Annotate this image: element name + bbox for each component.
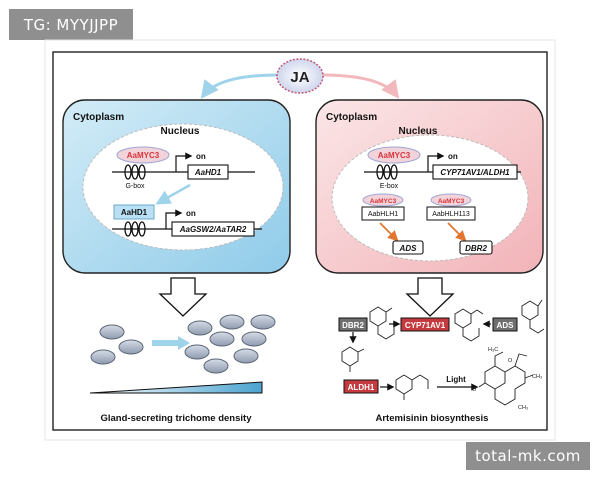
pathway-ads: ADS [497, 321, 515, 330]
right-down-arrow [405, 277, 455, 317]
right-ebox-label: E-box [380, 183, 399, 190]
right-cytoplasm-label: Cytoplasm [326, 112, 377, 123]
watermark-top: TG: MYYJJPP [9, 9, 133, 40]
svg-text:O: O [472, 387, 477, 393]
svg-text:CH₃: CH₃ [518, 405, 528, 411]
svg-text:H₃C: H₃C [488, 347, 498, 353]
left-on-label-1: on [196, 152, 206, 161]
pathway-light: Light [446, 375, 466, 384]
right-ads: ADS [399, 244, 418, 253]
pathway-aldh1-box [343, 379, 379, 394]
left-tf-hd1: AaHD1 [121, 208, 148, 217]
ja-arrow-left [200, 73, 279, 99]
right-myc3-a: AaMYC3 [370, 198, 397, 205]
right-on-label-1: on [448, 152, 458, 161]
right-ads-box [392, 240, 424, 255]
left-gene-gsw2: AaGSW2/AaTAR2 [179, 225, 247, 234]
left-cell: Cytoplasm Nucleus AaMYC3 G-box on AaHD1 … [62, 99, 291, 274]
left-gbox-coils [124, 164, 146, 180]
pathway-cyp: CYP71AV1 [405, 321, 446, 330]
right-nucleus-label: Nucleus [399, 126, 438, 137]
right-caption: Artemisinin biosynthesis [376, 413, 489, 424]
right-bhlh2: AabHLH113 [432, 211, 470, 218]
pathway-cyp-box [400, 317, 450, 332]
right-gene-cyp: CYP71AV1/ALDH1 [440, 168, 510, 177]
right-dbr2: DBR2 [465, 244, 487, 253]
pathway-aldh1: ALDH1 [348, 383, 375, 392]
right-myc3-b: AaMYC3 [438, 198, 465, 205]
left-gene-hd1: AaHD1 [194, 168, 222, 177]
molecule-structures [341, 299, 545, 406]
left-on-label-2: on [186, 209, 196, 218]
left-cytoplasm-label: Cytoplasm [73, 112, 124, 123]
left-gbox-label: G-box [125, 183, 145, 190]
ja-arrow-right [321, 73, 400, 99]
molecule-atoms: CH₃ H₃C O O CH₃ [472, 347, 542, 411]
right-gene-cyp-box [432, 164, 518, 180]
left-nucleus-label: Nucleus [161, 126, 200, 137]
svg-text:O: O [508, 358, 513, 364]
ja-badge: JA [276, 58, 324, 94]
left-tf-hd1-box [113, 204, 155, 220]
watermark-bottom: total-mk.com [466, 442, 590, 470]
pathway-dbr2: DBR2 [342, 321, 364, 330]
left-gene-gsw2-box [171, 221, 255, 237]
right-tf-myc3: AaMYC3 [378, 151, 411, 160]
pathway-dbr2-box [338, 317, 368, 332]
svg-text:CH₃: CH₃ [532, 374, 542, 380]
right-ebox-coils [376, 164, 398, 180]
right-cell: Cytoplasm Nucleus AaMYC3 E-box on CYP71A… [315, 99, 544, 274]
ja-label: JA [290, 69, 309, 86]
right-dbr2-box [459, 240, 493, 255]
right-bhlh1: AabHLH1 [368, 211, 398, 218]
right-bhlh2-box [426, 206, 476, 221]
left-tf-myc3: AaMYC3 [127, 151, 160, 160]
pathway: DBR2 CYP71AV1 ADS ALDH1 Light [338, 299, 545, 411]
right-bhlh1-box [361, 206, 405, 221]
trichome-cells [90, 314, 276, 374]
pathway-ads-box [492, 317, 518, 332]
left-down-arrow [158, 277, 208, 317]
density-wedge [89, 381, 263, 394]
left-caption: Gland-secreting trichome density [101, 413, 253, 424]
left-gene-hd1-box [187, 164, 229, 180]
